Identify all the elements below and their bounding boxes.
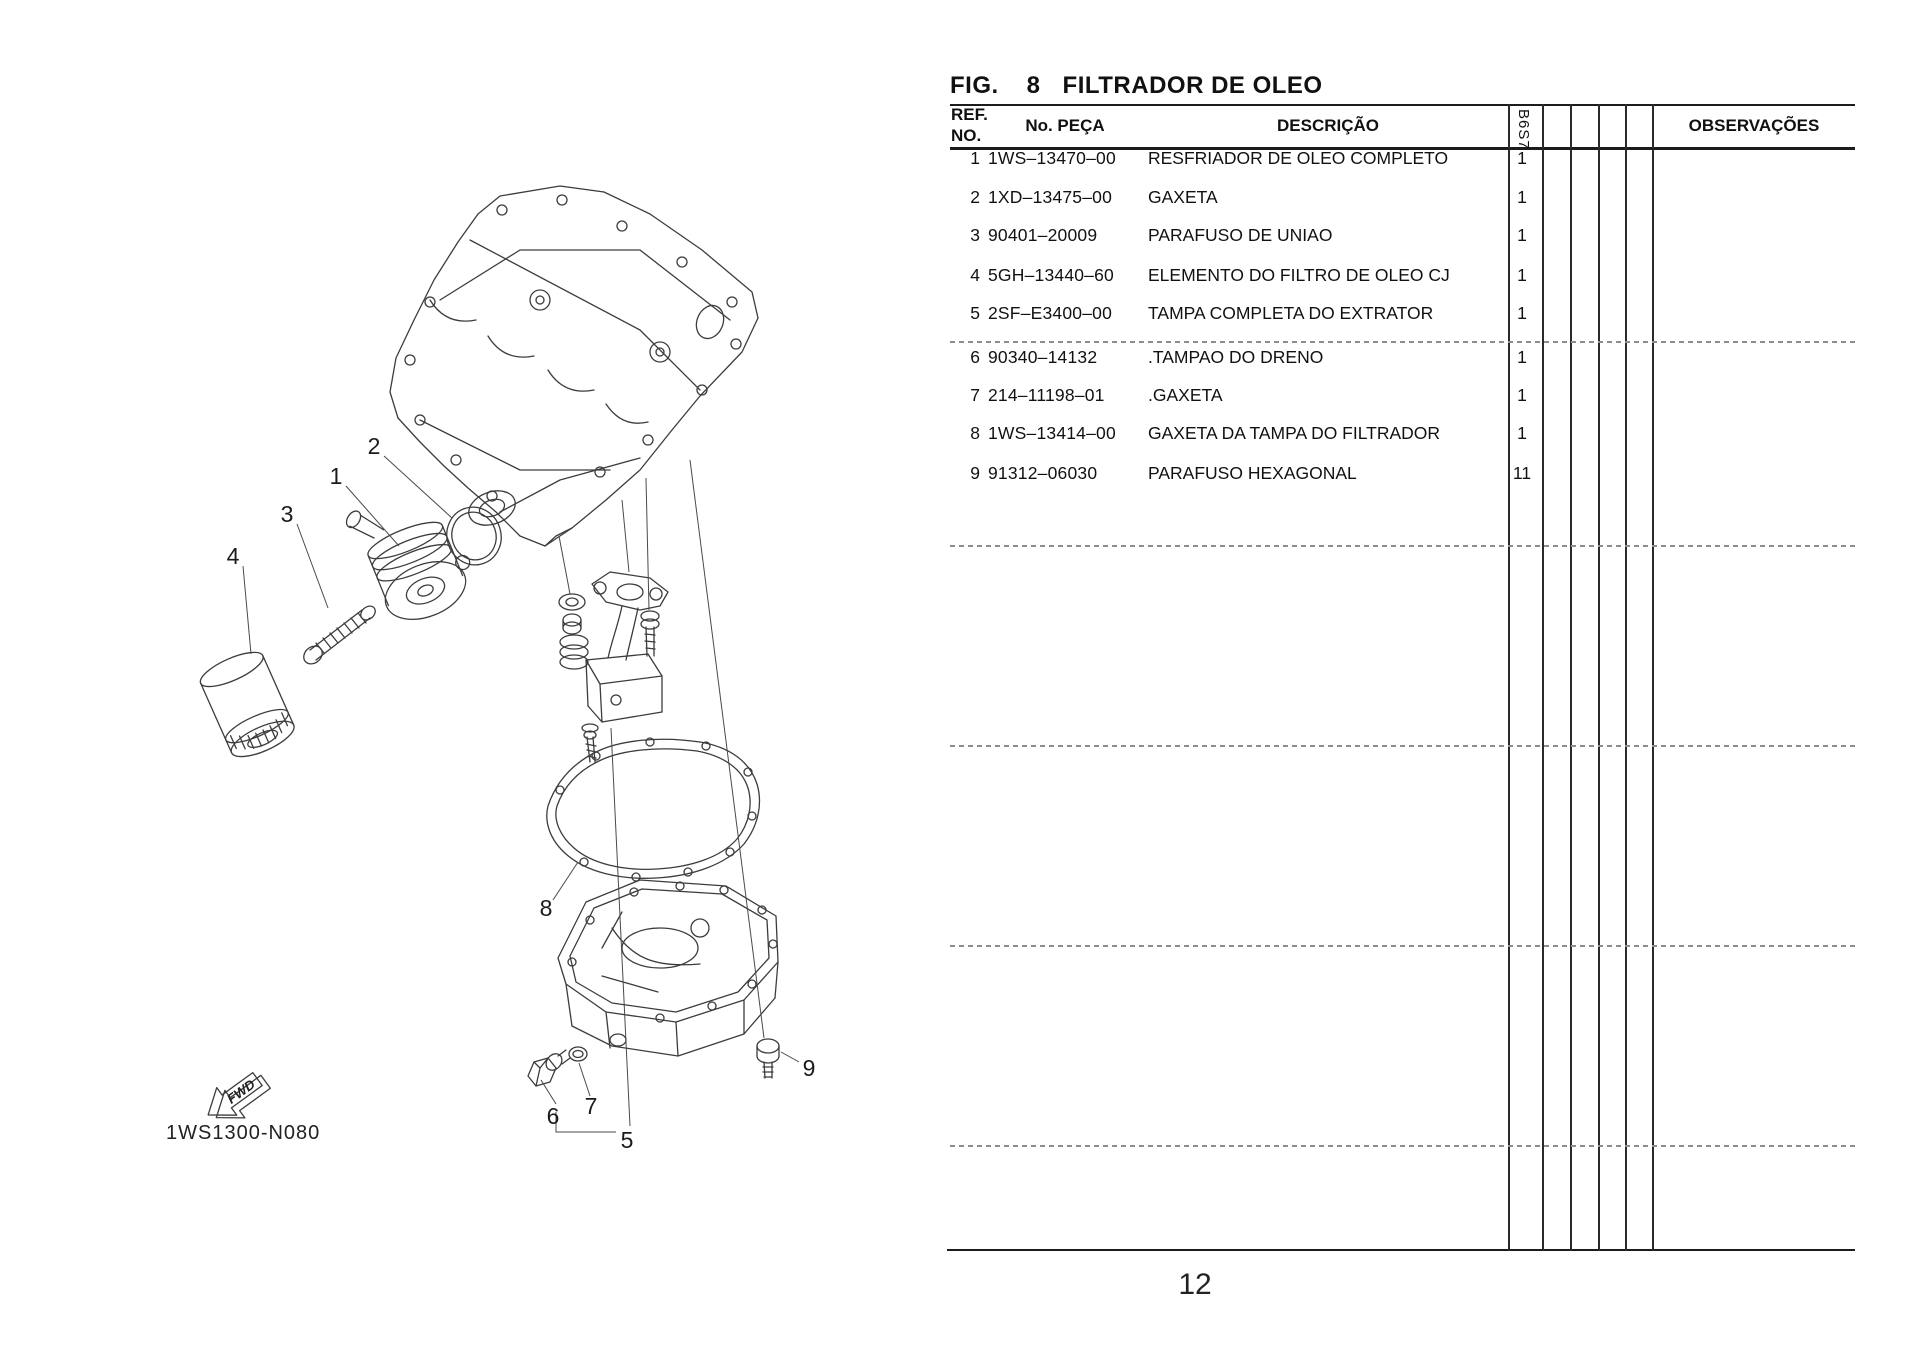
column-border xyxy=(1542,104,1544,1251)
dashed-separator xyxy=(950,545,1855,547)
header-description: DESCRIÇÃO xyxy=(1276,116,1380,135)
drain-plug-drawing xyxy=(527,1046,588,1087)
row-part-number: 91312–06030 xyxy=(988,463,1098,483)
callout-2: 2 xyxy=(368,433,381,459)
header-model-code: B6S7 xyxy=(1515,109,1532,150)
row-part-number: 90340–14132 xyxy=(988,347,1098,367)
row-description: ELEMENTO DO FILTRO DE OLEO CJ xyxy=(1148,265,1450,285)
oil-cooler-drawing xyxy=(345,510,471,620)
gasket-drawing xyxy=(546,737,761,882)
oil-filter-drawing xyxy=(199,651,295,758)
dashed-separator xyxy=(950,341,1855,343)
dashed-separator xyxy=(950,1145,1855,1147)
figure-label: FIG. xyxy=(950,72,999,99)
header-part-no: No. PEÇA xyxy=(1025,116,1105,135)
row-part-number: 1WS–13414–00 xyxy=(988,423,1116,443)
callout-4: 4 xyxy=(227,543,240,569)
row-ref: 5 xyxy=(970,303,980,323)
row-description: GAXETA xyxy=(1148,187,1218,207)
extractor-drawing xyxy=(581,571,669,763)
figure-title: FIG. 8 FILTRADOR DE OLEO xyxy=(950,72,1323,100)
crankcase-drawing xyxy=(389,185,759,547)
header-ref-line1: REF. xyxy=(951,105,988,124)
page-number: 12 xyxy=(1178,1268,1212,1301)
callout-1: 1 xyxy=(330,463,343,489)
figure-name: FILTRADOR DE OLEO xyxy=(1062,72,1323,99)
row-quantity: 1 xyxy=(1517,225,1527,245)
table-row: 4 5GH–13440–60 ELEMENTO DO FILTRO DE OLE… xyxy=(950,264,1855,286)
row-description: .TAMPAO DO DRENO xyxy=(1148,347,1324,367)
dashed-separator xyxy=(950,745,1855,747)
table-row: 8 1WS–13414–00 GAXETA DA TAMPA DO FILTRA… xyxy=(950,422,1855,444)
row-part-number: 1WS–13470–00 xyxy=(988,148,1116,168)
row-part-number: 2SF–E3400–00 xyxy=(988,303,1113,323)
row-description: PARAFUSO DE UNIAO xyxy=(1148,225,1333,245)
row-quantity: 1 xyxy=(1517,148,1527,168)
union-bolt-drawing xyxy=(303,605,376,665)
hex-bolt-drawing xyxy=(756,1038,780,1079)
row-ref: 6 xyxy=(970,347,980,367)
callout-5: 5 xyxy=(621,1127,634,1153)
row-quantity: 1 xyxy=(1517,347,1527,367)
row-part-number: 1XD–13475–00 xyxy=(988,187,1113,207)
row-ref: 9 xyxy=(970,463,980,483)
washer-spring-drawing xyxy=(558,593,589,670)
table-top-border xyxy=(950,104,1855,106)
row-part-number: 5GH–13440–60 xyxy=(988,265,1114,285)
row-ref: 2 xyxy=(970,187,980,207)
row-description: GAXETA DA TAMPA DO FILTRADOR xyxy=(1148,423,1441,443)
column-border xyxy=(1652,104,1654,1251)
table-row: 7 214–11198–01 .GAXETA 1 xyxy=(950,384,1855,406)
column-border xyxy=(1625,104,1627,1251)
leader-lines xyxy=(558,459,765,1127)
table-row: 2 1XD–13475–00 GAXETA 1 xyxy=(950,186,1855,208)
column-border xyxy=(1508,104,1510,1251)
table-row: 6 90340–14132 .TAMPAO DO DRENO 1 xyxy=(950,346,1855,368)
row-description: TAMPA COMPLETA DO EXTRATOR xyxy=(1148,303,1434,323)
callout-7: 7 xyxy=(585,1093,598,1119)
table-header-separator xyxy=(950,147,1855,150)
callout-6: 6 xyxy=(547,1103,560,1129)
row-description: .GAXETA xyxy=(1148,385,1223,405)
callout-9: 9 xyxy=(803,1055,816,1081)
row-ref: 8 xyxy=(970,423,980,443)
row-ref: 4 xyxy=(970,265,980,285)
row-ref: 3 xyxy=(970,225,980,245)
o-ring-drawing xyxy=(446,506,502,566)
row-quantity: 11 xyxy=(1512,463,1532,483)
table-bottom-border xyxy=(947,1249,1855,1251)
row-ref: 7 xyxy=(970,385,980,405)
column-border xyxy=(1570,104,1572,1251)
dashed-separator xyxy=(950,945,1855,947)
figure-number: 8 xyxy=(1026,72,1041,99)
row-quantity: 1 xyxy=(1517,423,1527,443)
column-border xyxy=(1598,104,1600,1251)
header-observations: OBSERVAÇÕES xyxy=(1688,116,1820,135)
table-row: 1 1WS–13470–00 RESFRIADOR DE OLEO COMPLE… xyxy=(950,147,1855,169)
table-row: 9 91312–06030 PARAFUSO HEXAGONAL 11 xyxy=(950,462,1855,484)
table-row: 5 2SF–E3400–00 TAMPA COMPLETA DO EXTRATO… xyxy=(950,302,1855,324)
oil-pan-drawing xyxy=(557,879,779,1057)
row-description: RESFRIADOR DE OLEO COMPLETO xyxy=(1148,148,1449,168)
row-quantity: 1 xyxy=(1517,187,1527,207)
row-description: PARAFUSO HEXAGONAL xyxy=(1148,463,1357,483)
callout-numbers: 1 2 3 4 5 6 7 8 9 xyxy=(227,433,816,1153)
row-quantity: 1 xyxy=(1517,265,1527,285)
row-quantity: 1 xyxy=(1517,303,1527,323)
row-part-number: 214–11198–01 xyxy=(988,385,1105,405)
callout-leaders xyxy=(242,455,800,1133)
callout-8: 8 xyxy=(540,895,553,921)
table-row: 3 90401–20009 PARAFUSO DE UNIAO 1 xyxy=(950,224,1855,246)
callout-3: 3 xyxy=(281,501,294,527)
diagram-code: 1WS1300-N080 xyxy=(166,1122,321,1144)
header-ref-line2: NO. xyxy=(951,126,982,145)
row-quantity: 1 xyxy=(1517,385,1527,405)
row-part-number: 90401–20009 xyxy=(988,225,1098,245)
row-ref: 1 xyxy=(970,148,980,168)
